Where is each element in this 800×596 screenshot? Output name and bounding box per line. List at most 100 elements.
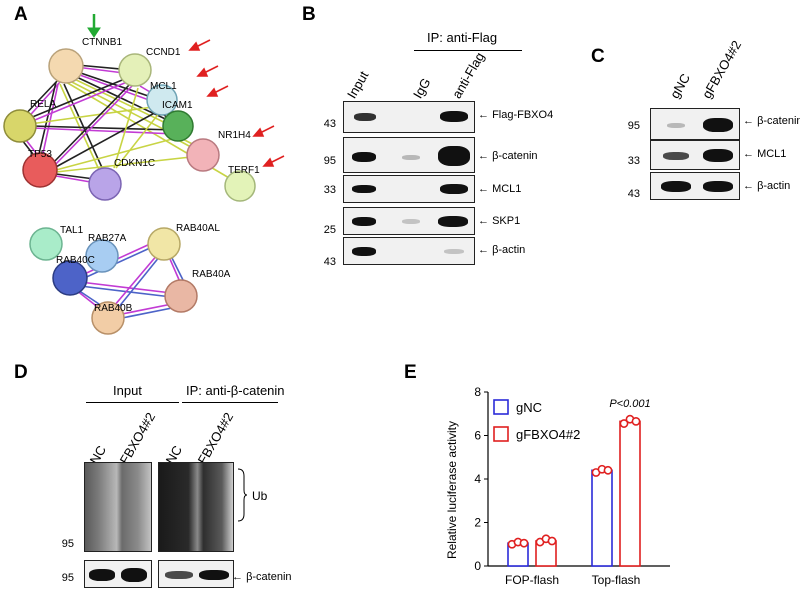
node-icam1: ICAM1 xyxy=(162,100,194,142)
b-mw-4: 25 xyxy=(323,224,336,236)
svg-text:MCL1: MCL1 xyxy=(150,81,177,92)
panel-e-letter: E xyxy=(404,362,417,383)
b-label-skp1: ← SKP1 xyxy=(478,215,521,227)
e-point-1-1-2 xyxy=(631,416,641,426)
c-blot-beta-catenin xyxy=(650,108,740,140)
svg-text:RAB40C: RAB40C xyxy=(56,255,95,266)
d-input-underline xyxy=(86,402,179,403)
ub-bracket-icon xyxy=(237,468,248,522)
panel-d-letter: D xyxy=(14,362,28,383)
svg-text:RELA: RELA xyxy=(30,99,56,110)
d-ip-underline xyxy=(182,402,278,403)
b-label-beta-catenin: ← β-catenin xyxy=(478,150,538,162)
svg-text:CDKN1C: CDKN1C xyxy=(114,158,155,169)
panel-c-letter: C xyxy=(591,46,605,67)
svg-text:RAB40AL: RAB40AL xyxy=(176,223,220,234)
panel-a-letter: A xyxy=(14,4,28,25)
svg-text:TP53: TP53 xyxy=(28,149,52,160)
b-blot-flag-fbxo4 xyxy=(343,101,475,133)
e-ytick-label-0: 0 xyxy=(474,559,481,573)
c-lane-gnc: gNC xyxy=(667,70,694,101)
b-lane-antiflag: anti-Flag xyxy=(449,49,488,101)
b-mw-1: 43 xyxy=(323,118,336,130)
e-ytick-label-2: 4 xyxy=(474,472,481,486)
e-legend-swatch-0 xyxy=(493,399,509,415)
d-ip-header: IP: anti-β-catenin xyxy=(186,383,285,398)
c-label-beta-catenin: ← β-catenin xyxy=(743,115,800,127)
node-mcl1: MCL1 xyxy=(146,81,178,116)
e-category-label-1: Top-flash xyxy=(592,573,641,587)
node-tp53: TP53 xyxy=(22,149,58,188)
b-mw-3: 33 xyxy=(323,184,336,196)
node-nr1h4: NR1H4 xyxy=(186,130,251,172)
svg-text:RAB40B: RAB40B xyxy=(94,303,133,314)
b-label-beta-actin: ← β-actin xyxy=(478,244,526,256)
network-edges xyxy=(19,63,237,319)
c-blot-beta-actin xyxy=(650,172,740,200)
d-blot-ip-beta-catenin xyxy=(158,560,234,588)
node-rab40al: RAB40AL xyxy=(147,223,220,261)
luciferase-bar-chart: Relative luciferase activity 02468FOP-fl… xyxy=(445,385,670,587)
e-point-0-0-2 xyxy=(519,538,529,548)
e-point-1-0-2 xyxy=(547,536,557,546)
d-mw-actin: 95 xyxy=(61,572,74,584)
svg-text:NR1H4: NR1H4 xyxy=(218,130,251,141)
e-point-0-1-2 xyxy=(603,465,613,475)
node-tal1: TAL1 xyxy=(29,225,84,261)
node-rab27a: RAB27A xyxy=(85,233,127,273)
e-point-1-1-0 xyxy=(619,419,629,428)
node-rela: RELA xyxy=(3,99,56,143)
red-arrow-icons xyxy=(188,39,285,167)
svg-text:RAB27A: RAB27A xyxy=(88,233,127,244)
b-mw-5: 43 xyxy=(323,256,336,268)
b-blot-beta-actin xyxy=(343,237,475,265)
b-mw-2: 95 xyxy=(323,155,336,167)
e-bar-0-1 xyxy=(591,469,613,567)
d-mw-ub: 95 xyxy=(61,538,74,550)
c-mw-3: 43 xyxy=(627,188,640,200)
c-blot-mcl1 xyxy=(650,140,740,170)
b-blot-skp1 xyxy=(343,207,475,235)
node-ccnd1: CCND1 xyxy=(118,47,181,87)
d-label-beta-catenin: ← β-catenin xyxy=(232,571,292,583)
e-ytick-label-1: 2 xyxy=(474,516,481,530)
svg-text:CCND1: CCND1 xyxy=(146,47,181,58)
b-label-mcl1: ← MCL1 xyxy=(478,183,522,195)
e-legend-swatch-1 xyxy=(493,426,509,442)
d-blot-ip-ub xyxy=(158,462,234,552)
c-lane-gfbxo4: gFBXO4#2 xyxy=(699,37,745,101)
e-y-axis-label: Relative luciferase activity xyxy=(445,421,459,559)
svg-text:CTNNB1: CTNNB1 xyxy=(82,37,122,48)
interaction-network: CTNNB1 CCND1 MCL1 ICAM1 NR1H4 TERF1 RELA xyxy=(3,14,285,335)
e-pvalue-annotation: P<0.001 xyxy=(609,398,650,410)
c-mw-2: 33 xyxy=(627,155,640,167)
d-ub-label: Ub xyxy=(252,489,268,503)
svg-text:RAB40A: RAB40A xyxy=(192,269,231,280)
e-category-label-0: FOP-flash xyxy=(505,573,559,587)
panel-b-letter: B xyxy=(302,4,316,25)
c-mw-1: 95 xyxy=(627,120,640,132)
svg-text:ICAM1: ICAM1 xyxy=(162,100,193,111)
e-bar-1-1 xyxy=(619,420,641,567)
b-label-flag-fbxo4: ← Flag-FBXO4 xyxy=(478,109,554,121)
svg-text:TAL1: TAL1 xyxy=(60,225,84,236)
e-legend-label-0: gNC xyxy=(516,400,542,415)
b-lane-igg: IgG xyxy=(410,75,434,101)
node-rab40a: RAB40A xyxy=(164,269,231,313)
d-input-header: Input xyxy=(113,383,142,398)
b-ip-header: IP: anti-Flag xyxy=(427,30,498,45)
c-label-beta-actin: ← β-actin xyxy=(743,180,791,192)
d-blot-input-ub xyxy=(84,462,152,552)
e-ytick-label-4: 8 xyxy=(474,385,481,399)
node-ctnnb1: CTNNB1 xyxy=(48,37,122,84)
node-rab40b: RAB40B xyxy=(91,301,133,335)
network-nodes: CTNNB1 CCND1 MCL1 ICAM1 NR1H4 TERF1 RELA xyxy=(3,37,260,335)
c-label-mcl1: ← MCL1 xyxy=(743,148,787,160)
node-rab40c: RAB40C xyxy=(52,255,95,296)
b-lane-input: Input xyxy=(344,68,372,101)
svg-text:TERF1: TERF1 xyxy=(228,165,260,176)
node-cdkn1c: CDKN1C xyxy=(88,158,155,201)
b-blot-beta-catenin xyxy=(343,137,475,173)
